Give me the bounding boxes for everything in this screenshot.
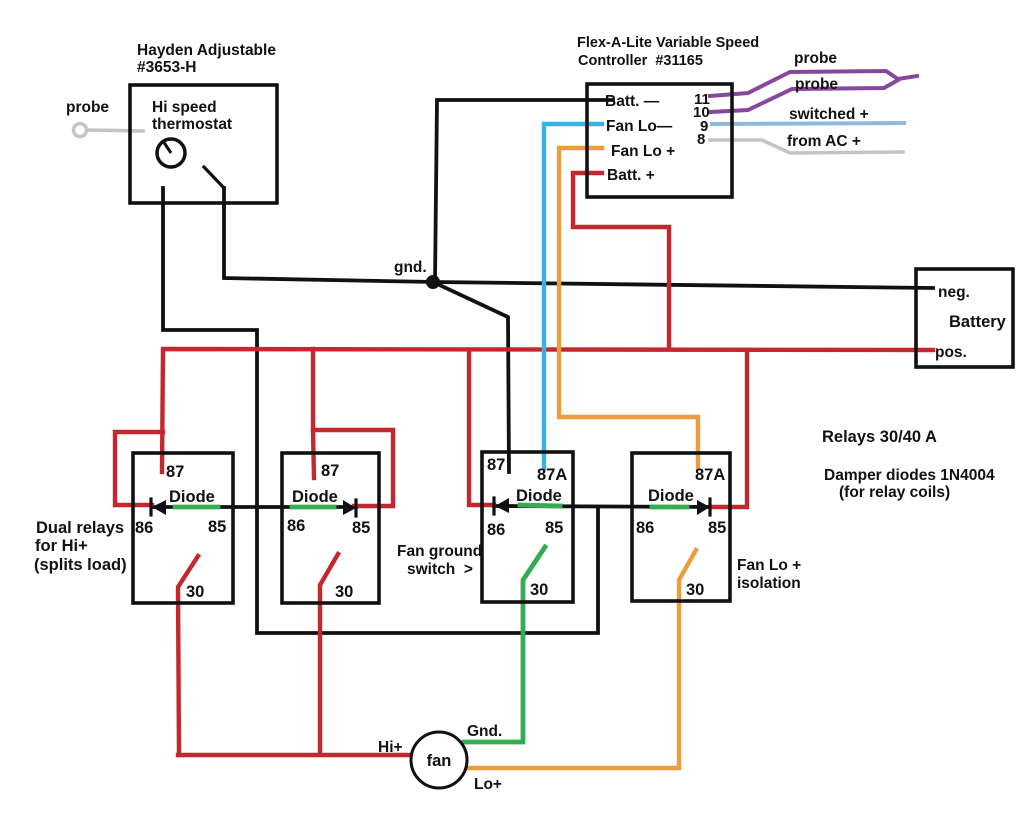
thermostat-name-line2: thermostat bbox=[152, 116, 232, 133]
terminal-fan-lo-minus: Fan Lo— bbox=[606, 118, 673, 135]
fan-ground-switch-note-line1: Fan ground bbox=[397, 543, 482, 560]
relay2-87: 87 bbox=[321, 462, 339, 480]
dual-relays-note-line1: Dual relays bbox=[36, 519, 124, 537]
relay2-box bbox=[280, 451, 381, 605]
relay1-30: 30 bbox=[186, 583, 204, 601]
battery-box bbox=[914, 267, 1015, 369]
wire-fan-lo-minus-to-relay3-87a bbox=[541, 121, 605, 471]
fan-circle bbox=[409, 730, 469, 790]
wire-relay2-damper-loop bbox=[310, 427, 396, 509]
fan-lo-label: Lo+ bbox=[474, 776, 502, 793]
wire-thermostat-to-ground bbox=[222, 186, 435, 284]
wire-thermostat-switch-arm bbox=[201, 164, 227, 191]
wire-fan-lo-plus-to-relay4-87a bbox=[556, 145, 701, 471]
relay1-87: 87 bbox=[166, 463, 184, 481]
relay1-diode-label: Diode bbox=[169, 488, 215, 506]
ground-label: gnd. bbox=[394, 259, 427, 276]
pin-10: 10 bbox=[693, 104, 710, 121]
relay3-30: 30 bbox=[530, 581, 548, 599]
wire-relay1-switch-to-fan bbox=[175, 552, 202, 758]
battery-name-label: Battery bbox=[949, 313, 1007, 331]
hayden-title-line2: #3653-H bbox=[137, 59, 196, 76]
wire-controller-batt-plus bbox=[570, 170, 672, 352]
wire-thermostat-probe-lead bbox=[85, 128, 145, 133]
controller-box bbox=[585, 82, 734, 199]
from-ac-label: from AC + bbox=[787, 133, 861, 150]
relays-rating-note: Relays 30/40 A bbox=[822, 428, 937, 446]
wire-probe-stub bbox=[895, 73, 920, 82]
battery-pos-label: pos. bbox=[935, 344, 967, 361]
relay4-87a: 87A bbox=[695, 466, 725, 484]
controller-title-line2: Controller #31165 bbox=[578, 53, 703, 69]
relay4-85: 85 bbox=[708, 519, 726, 537]
relay3-diode-symbol bbox=[492, 496, 509, 516]
relay3-87: 87 bbox=[487, 456, 505, 474]
dual-relays-note-line2: for Hi+ bbox=[35, 537, 88, 555]
wire-thermostat-to-relay-coils bbox=[161, 186, 600, 635]
relay2-85: 85 bbox=[352, 519, 370, 537]
relay1-diode-symbol bbox=[149, 497, 166, 517]
terminal-batt-plus: Batt. + bbox=[607, 167, 655, 184]
wire-switched-plus bbox=[709, 120, 907, 127]
relay4-30: 30 bbox=[686, 581, 704, 599]
relay3-85: 85 bbox=[545, 519, 563, 537]
damper-note-line2: (for relay coils) bbox=[839, 484, 950, 501]
relay3-87a: 87A bbox=[537, 466, 567, 484]
wire-ground-to-battery-neg bbox=[431, 280, 935, 290]
wire-probe-pin10 bbox=[707, 77, 901, 115]
fan-label: fan bbox=[427, 752, 452, 770]
wire-ground-to-controller-batt-minus bbox=[433, 98, 615, 284]
wire-relay1-damper-loop bbox=[112, 429, 166, 508]
probe-wire-label-1: probe bbox=[794, 50, 837, 67]
relay2-30: 30 bbox=[335, 583, 353, 601]
ground-junction-dot bbox=[426, 275, 440, 289]
relay4-diode-label: Diode bbox=[648, 487, 694, 505]
wire-relay3-feed bbox=[466, 347, 497, 508]
hayden-title-line1: Hayden Adjustable bbox=[137, 42, 276, 59]
pin-11: 11 bbox=[694, 91, 710, 108]
fan-lo-isolation-note-line2: isolation bbox=[737, 575, 801, 592]
dual-relays-note-line3: (splits load) bbox=[34, 556, 127, 574]
fan-hi-label: Hi+ bbox=[378, 739, 403, 756]
battery-neg-label: neg. bbox=[938, 284, 970, 301]
thermostat-box bbox=[128, 83, 279, 205]
wire-relay2-feed bbox=[310, 346, 317, 481]
terminal-fan-lo-plus: Fan Lo + bbox=[611, 143, 675, 160]
relay3-box bbox=[480, 450, 575, 604]
wire-relay4-feed bbox=[708, 347, 750, 510]
fan-lo-isolation-note-line1: Fan Lo + bbox=[737, 557, 801, 574]
terminal-batt-minus: Batt. — bbox=[605, 93, 660, 110]
controller-title-line1: Flex-A-Lite Variable Speed bbox=[577, 35, 759, 51]
probe-eyelet-icon bbox=[71, 121, 89, 139]
wire-relay4-switch-to-fan-lo bbox=[465, 547, 699, 771]
pin-9: 9 bbox=[700, 118, 708, 135]
damper-note-line1: Damper diodes 1N4004 bbox=[824, 467, 995, 484]
wire-relay3-diode-body bbox=[517, 502, 563, 509]
switched-plus-label: switched + bbox=[789, 106, 869, 123]
pin-8: 8 bbox=[697, 131, 705, 148]
wire-ground-to-relay3-87 bbox=[430, 279, 511, 474]
thermostat-dial-icon bbox=[155, 137, 187, 169]
wire-relay3-switch-to-fan-gnd bbox=[461, 543, 549, 745]
relay2-diode-symbol bbox=[343, 498, 358, 518]
relay4-diode-symbol bbox=[697, 497, 712, 517]
wire-from-ac-plus bbox=[708, 138, 905, 155]
relay2-diode-label: Diode bbox=[292, 488, 338, 506]
relay4-86: 86 bbox=[636, 519, 654, 537]
relay2-86: 86 bbox=[287, 517, 305, 535]
relay3-86: 86 bbox=[487, 521, 505, 539]
relay1-85: 85 bbox=[208, 518, 226, 536]
wire-relay2-switch-to-fan bbox=[317, 550, 342, 757]
thermostat-name-line1: Hi speed bbox=[152, 99, 217, 116]
fan-ground-switch-note-line2: switch > bbox=[407, 561, 473, 578]
probe-wire-label-2: probe bbox=[795, 76, 838, 93]
relay4-box bbox=[630, 451, 732, 603]
relay1-box bbox=[131, 451, 235, 605]
relay1-86: 86 bbox=[135, 519, 153, 537]
relay3-diode-label: Diode bbox=[516, 487, 562, 505]
fan-gnd-label: Gnd. bbox=[467, 723, 502, 740]
probe-left-label: probe bbox=[66, 99, 109, 116]
wire-probe-pin11 bbox=[707, 68, 901, 99]
